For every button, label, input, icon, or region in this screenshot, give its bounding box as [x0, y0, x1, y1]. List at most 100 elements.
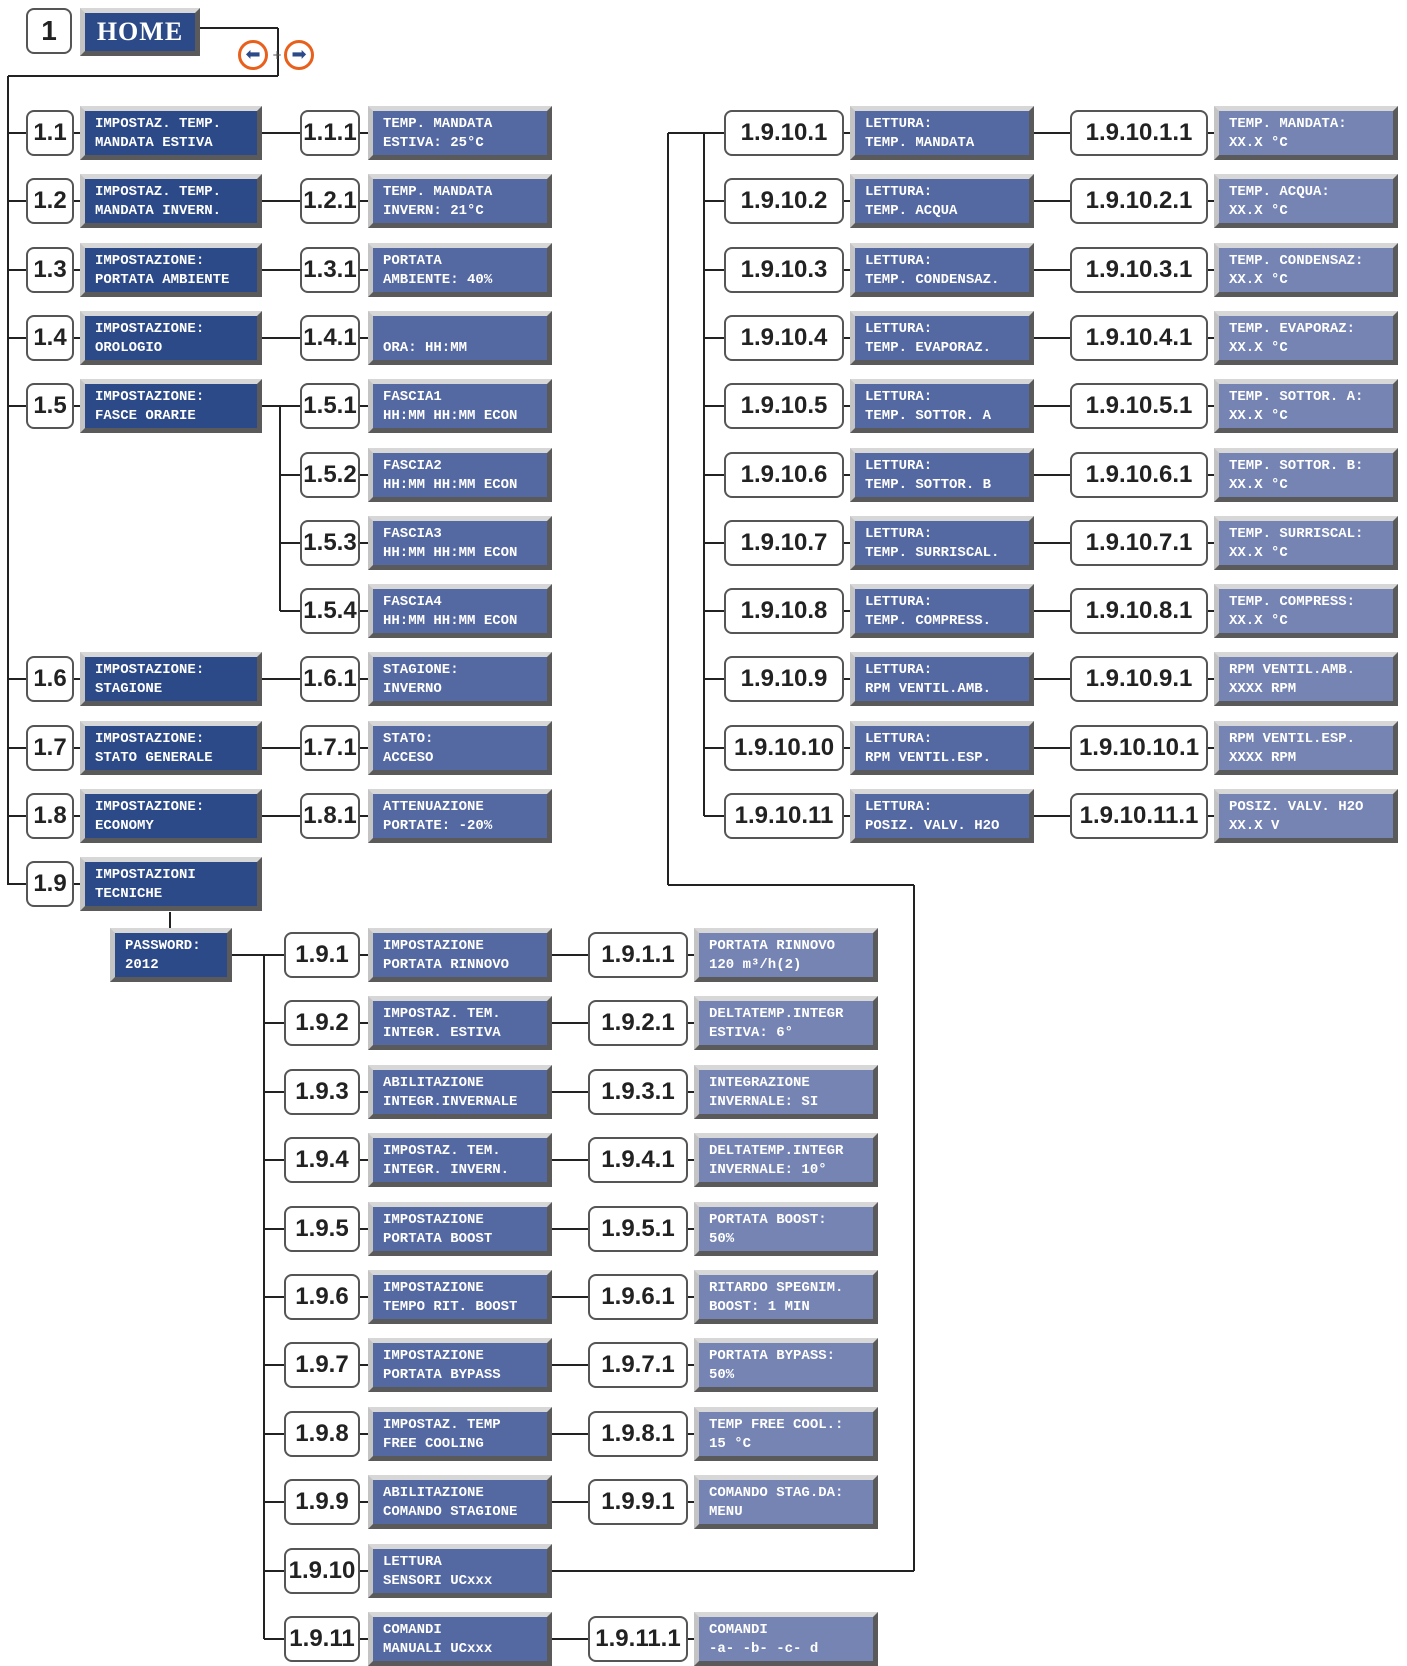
lcd-line-2: PORTATA RINNOVO [383, 957, 510, 973]
lcd-line-2: HH:MM HH:MM ECON [383, 408, 518, 424]
menu-screen-1-5[interactable]: IMPOSTAZIONE:FASCE ORARIE [80, 379, 262, 433]
tech-screen-1-9-2[interactable]: IMPOSTAZ. TEM.INTEGR. ESTIVA [368, 996, 552, 1050]
sensor-value-1-9-10-3-1[interactable]: TEMP. CONDENSAZ:XX.X °C [1214, 243, 1398, 297]
lcd-line-1: COMANDO STAG.DA: [709, 1485, 844, 1501]
arrow-right-icon[interactable]: ➡ [284, 40, 314, 70]
lcd-line-1: LETTURA: [865, 116, 933, 132]
menu-id-label: 1.9.7.1 [588, 1342, 688, 1388]
menu-id-label: 1.3.1 [300, 247, 360, 293]
sensor-screen-1-9-10-10[interactable]: LETTURA:RPM VENTIL.ESP. [850, 721, 1034, 775]
lcd-line-2: PORTATE: -20% [383, 818, 493, 834]
sensor-value-1-9-10-2-1[interactable]: TEMP. ACQUA:XX.X °C [1214, 174, 1398, 228]
menu-screen-1-3[interactable]: IMPOSTAZIONE:PORTATA AMBIENTE [80, 243, 262, 297]
lcd-line-1: TEMP FREE COOL.: [709, 1417, 844, 1433]
lcd-line-2: TEMPO RIT. BOOST [383, 1299, 518, 1315]
arrow-left-icon[interactable]: ⬅ [238, 40, 268, 70]
menu-id-label: 1.1 [26, 110, 74, 156]
menu-id-label: 1.8.1 [300, 793, 360, 839]
sensor-screen-1-9-10-8[interactable]: LETTURA:TEMP. COMPRESS. [850, 584, 1034, 638]
menu-screen-1-8[interactable]: IMPOSTAZIONE:ECONOMY [80, 789, 262, 843]
menu-screen-1-7[interactable]: IMPOSTAZIONE:STATO GENERALE [80, 721, 262, 775]
menu-screen-1-1[interactable]: IMPOSTAZ. TEMP.MANDATA ESTIVA [80, 106, 262, 160]
menu-id-label: 1.5 [26, 383, 74, 429]
tech-value-1-9-7-1[interactable]: PORTATA BYPASS:50% [694, 1338, 878, 1392]
lcd-line-1: IMPOSTAZIONE: [95, 731, 205, 747]
sensor-screen-1-9-10-9[interactable]: LETTURA:RPM VENTIL.AMB. [850, 652, 1034, 706]
menu-id-label: 1.9.3.1 [588, 1069, 688, 1115]
lcd-line-2: HH:MM HH:MM ECON [383, 545, 518, 561]
sensor-screen-1-9-10-6[interactable]: LETTURA:TEMP. SOTTOR. B [850, 448, 1034, 502]
value-screen-1-4-1[interactable]: ORA: HH:MM [368, 311, 552, 365]
sensor-value-1-9-10-5-1[interactable]: TEMP. SOTTOR. A:XX.X °C [1214, 379, 1398, 433]
sensor-value-1-9-10-8-1[interactable]: TEMP. COMPRESS:XX.X °C [1214, 584, 1398, 638]
menu-id-label: 1.9 [26, 861, 74, 907]
sensor-value-1-9-10-1-1[interactable]: TEMP. MANDATA:XX.X °C [1214, 106, 1398, 160]
lcd-line-1: TEMP. MANDATA [383, 116, 493, 132]
menu-id-label: 1.9.2.1 [588, 1000, 688, 1046]
password-screen[interactable]: PASSWORD:2012 [110, 928, 232, 982]
menu-id-label: 1.9.1.1 [588, 932, 688, 978]
sensor-screen-1-9-10-3[interactable]: LETTURA:TEMP. CONDENSAZ. [850, 243, 1034, 297]
sensor-value-1-9-10-6-1[interactable]: TEMP. SOTTOR. B:XX.X °C [1214, 448, 1398, 502]
sensor-screen-1-9-10-7[interactable]: LETTURA:TEMP. SURRISCAL. [850, 516, 1034, 570]
tech-value-1-9-11-1[interactable]: COMANDI-a- -b- -c- d [694, 1612, 878, 1666]
tech-value-1-9-8-1[interactable]: TEMP FREE COOL.:15 °C [694, 1407, 878, 1461]
sensor-value-1-9-10-9-1[interactable]: RPM VENTIL.AMB.XXXX RPM [1214, 652, 1398, 706]
sensor-screen-1-9-10-11[interactable]: LETTURA:POSIZ. VALV. H2O [850, 789, 1034, 843]
sensor-screen-1-9-10-4[interactable]: LETTURA:TEMP. EVAPORAZ. [850, 311, 1034, 365]
sensor-screen-1-9-10-1[interactable]: LETTURA:TEMP. MANDATA [850, 106, 1034, 160]
sensor-screen-1-9-10-2[interactable]: LETTURA:TEMP. ACQUA [850, 174, 1034, 228]
menu-screen-1-6[interactable]: IMPOSTAZIONE:STAGIONE [80, 652, 262, 706]
tech-value-1-9-6-1[interactable]: RITARDO SPEGNIM.BOOST: 1 MIN [694, 1270, 878, 1324]
sensor-value-1-9-10-10-1[interactable]: RPM VENTIL.ESP.XXXX RPM [1214, 721, 1398, 775]
lcd-line-1: LETTURA: [865, 253, 933, 269]
tech-value-1-9-5-1[interactable]: PORTATA BOOST:50% [694, 1202, 878, 1256]
menu-id-label: 1.9.10.3.1 [1070, 247, 1208, 293]
menu-screen-1-4[interactable]: IMPOSTAZIONE:OROLOGIO [80, 311, 262, 365]
menu-id-label: 1.9.10.9.1 [1070, 656, 1208, 702]
menu-id-label: 1.5.4 [300, 588, 360, 634]
lcd-line-2: TEMP. ACQUA [865, 203, 958, 219]
menu-id-label: 1.9.11 [284, 1616, 360, 1662]
menu-id-label: 1.4 [26, 315, 74, 361]
tech-screen-1-9-4[interactable]: IMPOSTAZ. TEM.INTEGR. INVERN. [368, 1133, 552, 1187]
sensor-screen-1-9-10-5[interactable]: LETTURA:TEMP. SOTTOR. A [850, 379, 1034, 433]
menu-id-label: 1.9.1 [284, 932, 360, 978]
lcd-line-2: MANDATA ESTIVA [95, 135, 213, 151]
tech-value-1-9-9-1[interactable]: COMANDO STAG.DA: MENU [694, 1475, 878, 1529]
value-screen-1-6-1[interactable]: STAGIONE:INVERNO [368, 652, 552, 706]
sensor-value-1-9-10-7-1[interactable]: TEMP. SURRISCAL:XX.X °C [1214, 516, 1398, 570]
lcd-line-2: MENU [709, 1504, 743, 1520]
lcd-line-1: TEMP. SOTTOR. A: [1229, 389, 1364, 405]
menu-screen-1-2[interactable]: IMPOSTAZ. TEMP.MANDATA INVERN. [80, 174, 262, 228]
lcd-line-2: XX.X °C [1229, 477, 1288, 493]
menu-id-label: 1.9.10.10.1 [1070, 725, 1208, 771]
lcd-line-1: POSIZ. VALV. H2O [1229, 799, 1364, 815]
sensor-value-1-9-10-4-1[interactable]: TEMP. EVAPORAZ:XX.X °C [1214, 311, 1398, 365]
menu-id-label: 1.9.10.7.1 [1070, 520, 1208, 566]
value-screen-1-7-1[interactable]: STATO:ACCESO [368, 721, 552, 775]
